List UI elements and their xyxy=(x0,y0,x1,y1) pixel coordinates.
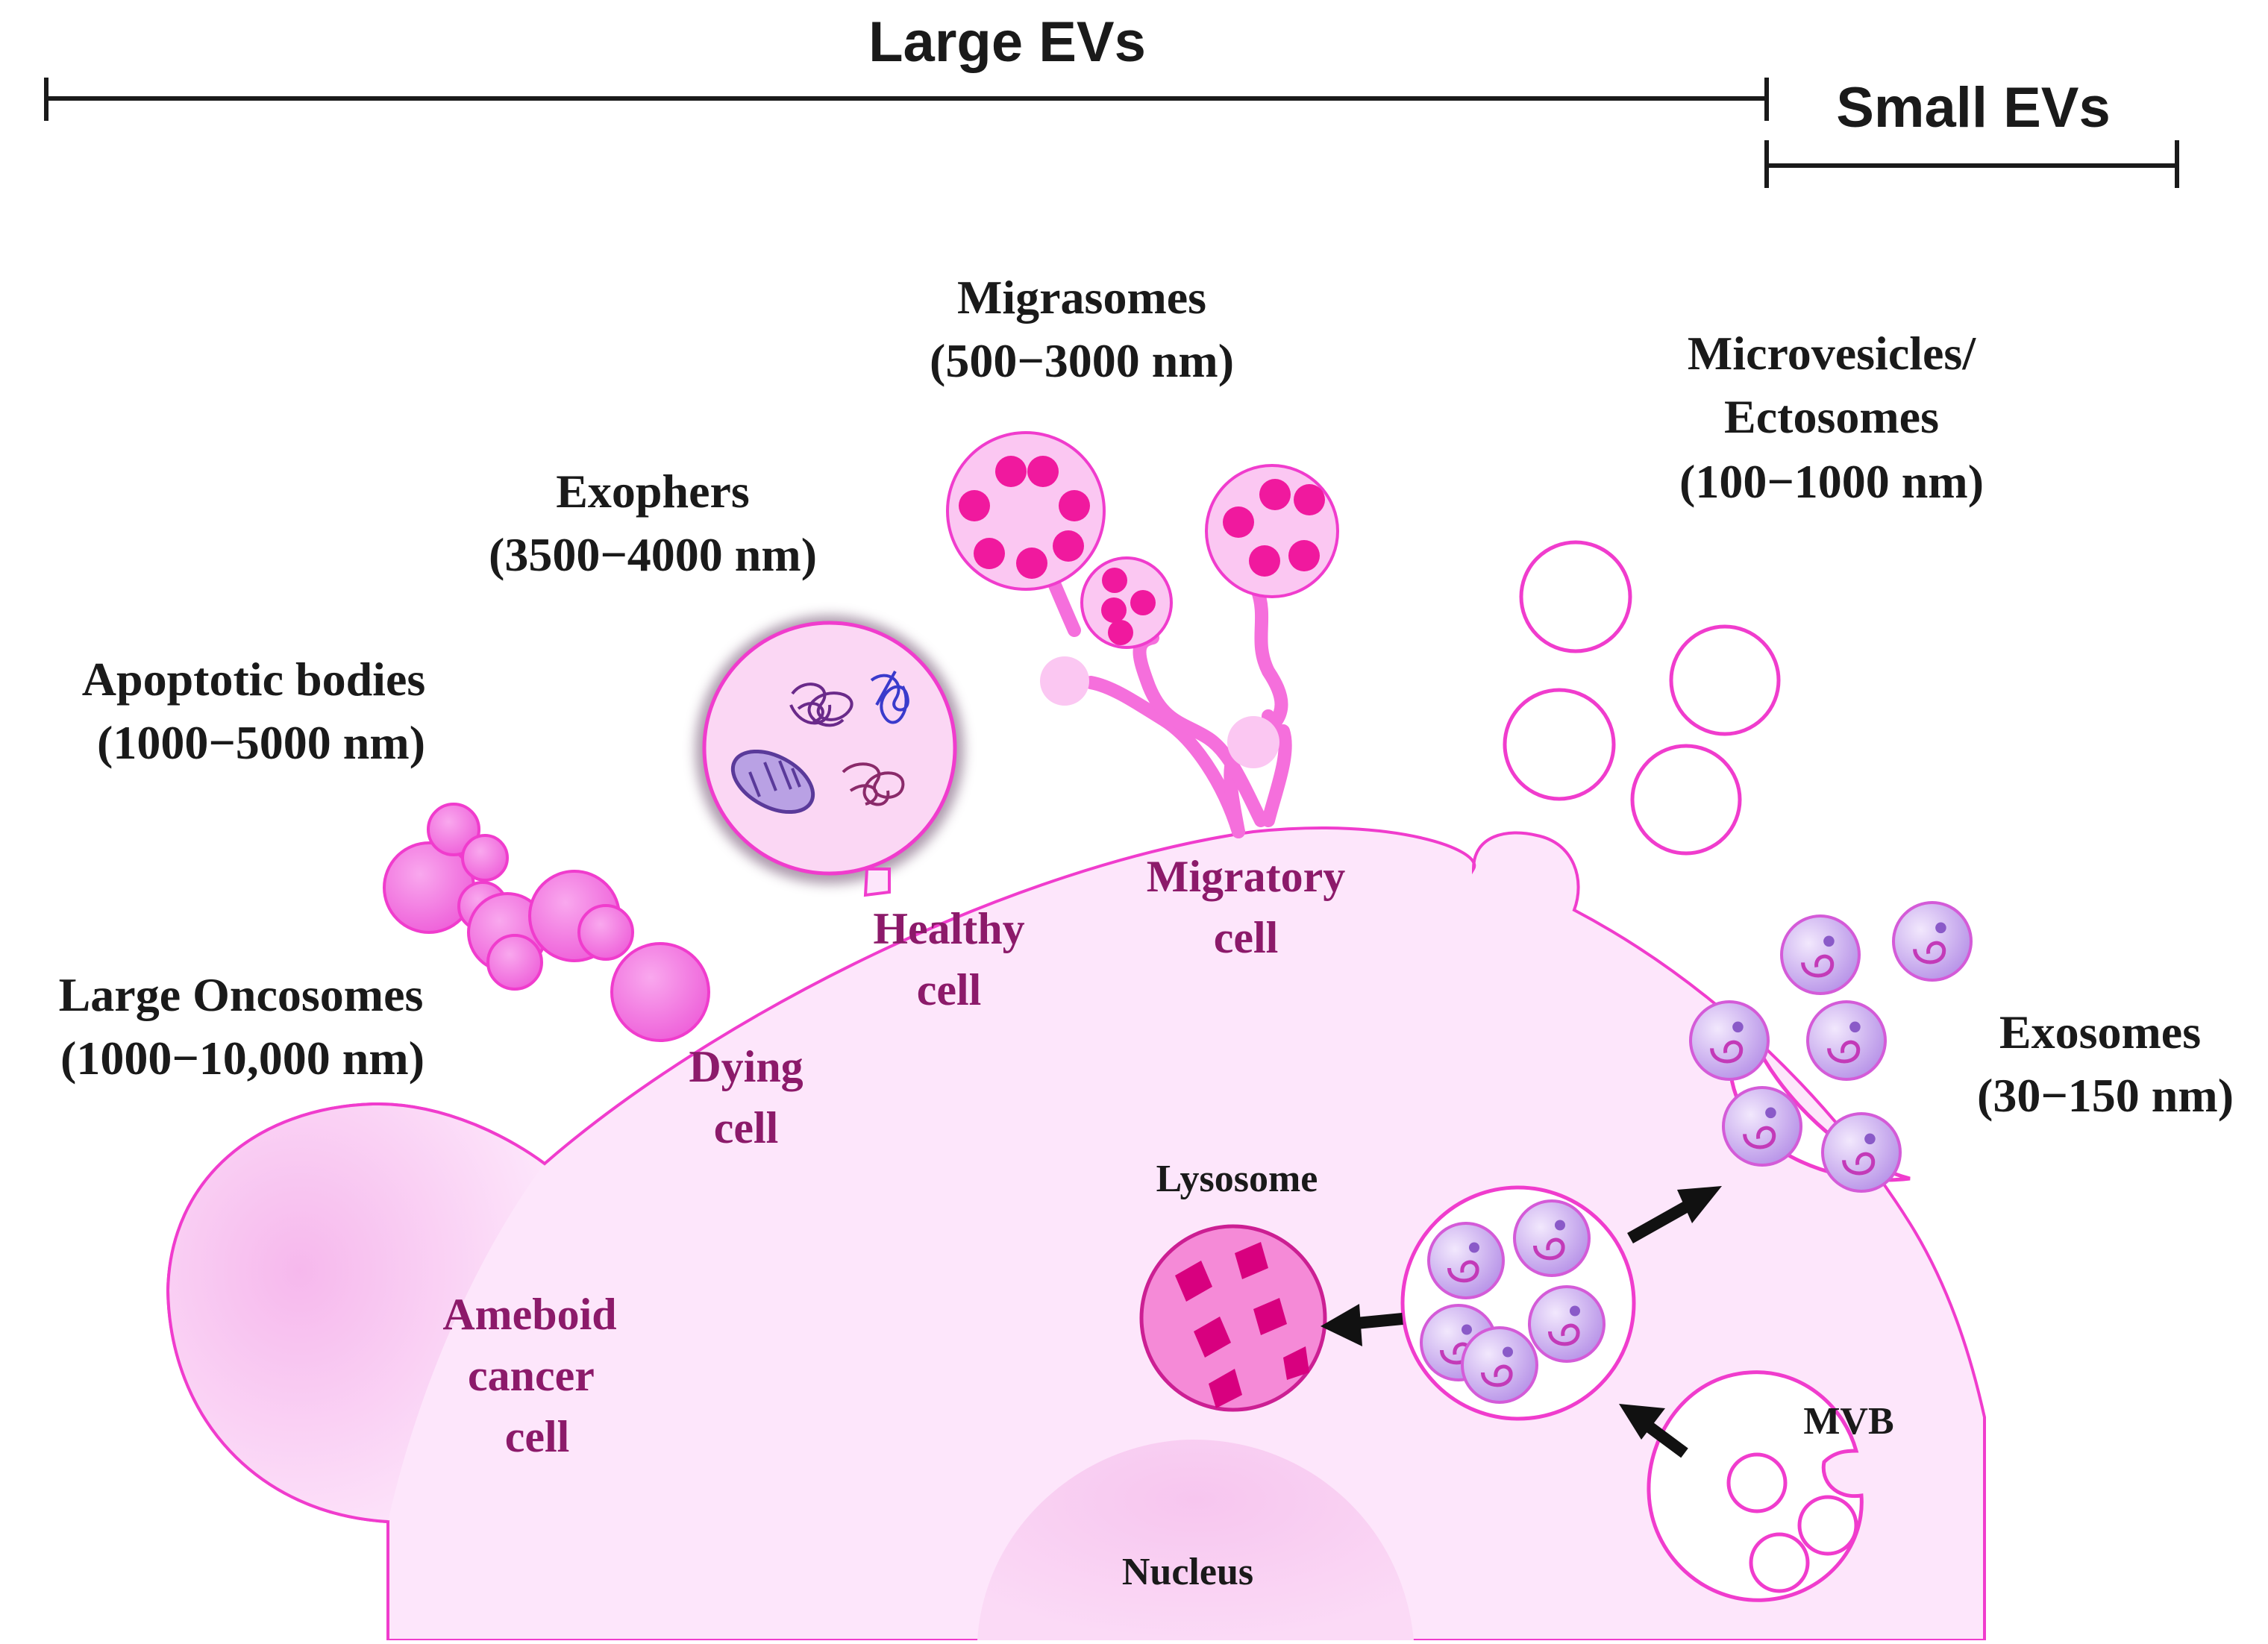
large-oncosomes-size: (1000−10,000 nm) xyxy=(60,1032,425,1085)
ameboid-cell-label-1: Ameboid xyxy=(442,1290,616,1339)
arrow-mature-to-lysosome xyxy=(1321,1304,1403,1346)
migrasomes-size: (500−3000 nm) xyxy=(930,334,1234,387)
exopher xyxy=(695,615,964,897)
arrow-mvb-to-mature xyxy=(1619,1404,1688,1458)
microvesicles xyxy=(1503,540,1781,856)
mitochondrion-icon xyxy=(730,749,815,815)
arrows xyxy=(1321,1186,1722,1458)
microvesicles-size: (100−1000 nm) xyxy=(1679,455,1984,508)
mvb-mature xyxy=(1400,1185,1636,1421)
exosomes xyxy=(1689,901,1973,1193)
cell-labels: Dying cell Healthy cell Migratory cell A… xyxy=(442,852,1345,1461)
nucleus xyxy=(977,1440,1414,1640)
exosome-vesicle xyxy=(1892,901,1973,982)
small-evs-label: Small EVs xyxy=(1836,76,2111,139)
mvb-early: MVB xyxy=(1647,1370,1894,1602)
microvesicles-name-2: Ectosomes xyxy=(1724,390,1939,443)
protein-aggregate-icon xyxy=(789,671,909,806)
lysosome-label: Lysosome xyxy=(1156,1158,1318,1200)
lysosome: Lysosome xyxy=(1139,1158,1327,1412)
exosome-vesicle xyxy=(1722,1086,1802,1167)
ameboid-bud xyxy=(168,1103,545,1522)
large-evs-scale: Large EVs xyxy=(44,10,1769,121)
healthy-cell-label-1: Healthy xyxy=(873,904,1024,953)
dying-cell-label-1: Dying xyxy=(689,1042,803,1091)
exosome-vesicle xyxy=(1513,1199,1591,1277)
migratory-cell-label-2: cell xyxy=(1214,913,1279,962)
migrasome-cargo-dots xyxy=(959,456,1090,579)
ameboid-cell-label-2: cancer xyxy=(468,1351,595,1400)
exophers-name: Exophers xyxy=(556,465,750,518)
apoptotic-bodies-name: Apoptotic bodies xyxy=(82,653,426,706)
arrow-mature-to-exosomes xyxy=(1627,1186,1722,1243)
migratory-cell-label-1: Migratory xyxy=(1147,852,1346,901)
main-cell: Nucleus xyxy=(166,826,1986,1642)
exosome-vesicle xyxy=(1780,914,1861,995)
exosome-vesicle xyxy=(1806,1000,1887,1081)
ev-labels: Migrasomes (500−3000 nm) Microvesicles/ … xyxy=(59,271,2234,1122)
exosome-vesicle xyxy=(1689,1000,1770,1081)
exosome-vesicle xyxy=(1821,1112,1902,1193)
exosome-vesicle xyxy=(1528,1285,1606,1363)
exophers-size: (3500−4000 nm) xyxy=(489,528,817,581)
large-evs-label: Large EVs xyxy=(868,10,1146,74)
exosome-vesicle xyxy=(1427,1222,1505,1299)
ameboid-cell-label-3: cell xyxy=(505,1412,570,1461)
exosome-vesicle xyxy=(1461,1326,1538,1404)
dying-cell-label-2: cell xyxy=(714,1103,779,1152)
exosomes-size: (30−150 nm) xyxy=(1977,1069,2234,1122)
mvb-label: MVB xyxy=(1803,1400,1893,1443)
apoptotic-bodies-cluster xyxy=(383,803,710,1042)
nucleus-label: Nucleus xyxy=(1122,1551,1253,1593)
exosomes-name: Exosomes xyxy=(1999,1005,2201,1058)
healthy-cell-label-2: cell xyxy=(917,965,982,1014)
microvesicles-name-1: Microvesicles/ xyxy=(1688,327,1976,380)
apoptotic-bodies-size: (1000−5000 nm) xyxy=(97,716,425,769)
migrasomes xyxy=(946,431,1339,838)
small-evs-scale: Small EVs xyxy=(1764,76,2179,188)
large-oncosomes-name: Large Oncosomes xyxy=(59,968,424,1021)
migrasomes-name: Migrasomes xyxy=(957,271,1206,324)
